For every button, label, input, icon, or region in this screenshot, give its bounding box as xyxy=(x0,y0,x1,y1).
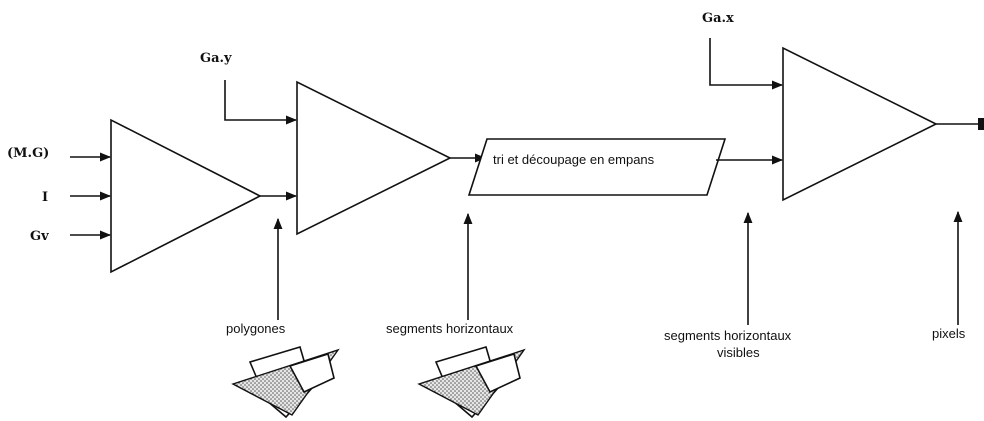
output-terminal xyxy=(978,118,984,130)
visible-segments-label-line1: segments horizontaux xyxy=(664,328,792,343)
input-gax-label: Ga.x xyxy=(702,11,734,26)
input-mg-label: (M.G) xyxy=(7,146,49,161)
sort-process-label: tri et découpage en empans xyxy=(493,152,655,167)
input-gay-label: Ga.y xyxy=(200,51,232,66)
input-arrows xyxy=(70,152,112,240)
polygon-illustration-1 xyxy=(231,346,340,419)
gay-arrow xyxy=(224,80,298,125)
segments-label: segments horizontaux xyxy=(386,321,514,336)
pixels-label: pixels xyxy=(932,326,966,341)
sort-and-span-box xyxy=(467,138,727,196)
transform-stage-2 xyxy=(296,80,452,236)
polygon-illustration-2 xyxy=(417,346,526,419)
gax-arrow xyxy=(709,38,784,90)
input-i-label: I xyxy=(42,190,48,205)
transform-stage-1 xyxy=(110,118,262,274)
input-gv-label: Gv xyxy=(30,229,49,244)
polygones-label: polygones xyxy=(226,321,286,336)
output-arrows xyxy=(273,210,963,325)
visible-segments-label-line2: visibles xyxy=(717,345,760,360)
transform-stage-3 xyxy=(782,46,938,202)
